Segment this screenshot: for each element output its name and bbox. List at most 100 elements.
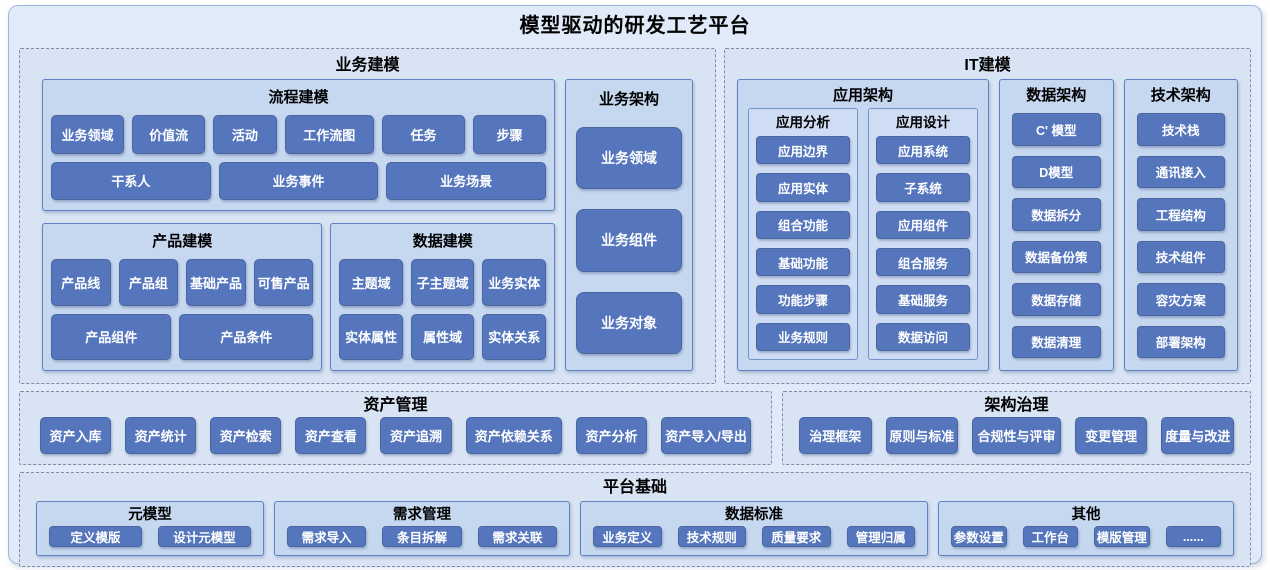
technology-architecture-block[interactable]: 技术组件 <box>1136 240 1225 273</box>
process-modeling-block[interactable]: 任务 <box>382 115 465 154</box>
meta-model-block[interactable]: 定义模版 <box>49 526 142 547</box>
product-modeling-block[interactable]: 基础产品 <box>186 259 246 306</box>
application-analysis-block[interactable]: 应用实体 <box>756 173 850 202</box>
process-modeling-block[interactable]: 干系人 <box>51 161 211 200</box>
data-architecture-block[interactable]: 数据备份策 <box>1012 240 1101 273</box>
asset-management-block[interactable]: 资产入库 <box>40 417 112 454</box>
application-architecture-title: 应用架构 <box>832 87 893 104</box>
data-architecture-column: C' 模型 D模型数据拆分数据备份策数据存储数据清理 <box>1012 113 1101 358</box>
process-modeling-row-1: 业务领域价值流活动工作流图任务步骤 <box>51 115 547 154</box>
technology-architecture-block[interactable]: 工程结构 <box>1136 198 1225 231</box>
architecture-governance-block[interactable]: 变更管理 <box>1074 417 1148 454</box>
section-it-modeling: IT建模 应用架构 应用分析 应用边界应用实体组合功能基础功能功能步骤业务规则 … <box>724 48 1251 384</box>
product-modeling-block[interactable]: 可售产品 <box>253 259 314 306</box>
it-modeling-title: IT建模 <box>964 57 1011 74</box>
application-design-block[interactable]: 应用组件 <box>876 210 970 239</box>
data-standard-block[interactable]: 质量要求 <box>762 526 831 547</box>
subpanel-application-design: 应用设计 应用系统子系统应用组件组合服务基础服务数据访问 <box>868 108 978 360</box>
data-architecture-block[interactable]: C' 模型 <box>1012 113 1101 146</box>
subpanel-application-analysis: 应用分析 应用边界应用实体组合功能基础功能功能步骤业务规则 <box>748 108 858 360</box>
business-modeling-bottom-row: 产品建模 产品线产品组基础产品可售产品 产品组件产品条件 数据建模 主题域子主题… <box>42 223 555 371</box>
others-block[interactable]: 参数设置 <box>951 526 1007 547</box>
technology-architecture-block[interactable]: 部署架构 <box>1136 325 1225 358</box>
requirement-management-block[interactable]: 需求导入 <box>287 526 367 547</box>
section-business-modeling: 业务建模 流程建模 业务领域价值流活动工作流图任务步骤 干系人业务事件业务场景 … <box>19 48 716 384</box>
data-modeling-block[interactable]: 业务实体 <box>482 259 546 306</box>
data-standard-block[interactable]: 技术规则 <box>677 526 746 547</box>
asset-management-block[interactable]: 资产统计 <box>125 417 197 454</box>
data-architecture-block[interactable]: 数据清理 <box>1012 325 1101 358</box>
application-design-block[interactable]: 数据访问 <box>876 322 970 351</box>
technology-architecture-block[interactable]: 容灾方案 <box>1136 283 1225 316</box>
meta-model-block[interactable]: 设计元模型 <box>158 526 251 547</box>
requirement-management-block[interactable]: 条目拆解 <box>382 526 462 547</box>
architecture-governance-block[interactable]: 原则与标准 <box>885 417 959 454</box>
application-analysis-title: 应用分析 <box>776 115 830 130</box>
data-standard-title: 数据标准 <box>725 507 783 523</box>
product-modeling-block[interactable]: 产品线 <box>51 259 111 306</box>
panel-application-architecture: 应用架构 应用分析 应用边界应用实体组合功能基础功能功能步骤业务规则 应用设计 … <box>737 79 989 371</box>
others-block[interactable]: ...... <box>1165 526 1221 547</box>
section-platform-foundation: 平台基础 元模型 定义模版设计元模型 需求管理 需求导入条目拆解需求关联 数据标… <box>19 472 1251 567</box>
process-modeling-block[interactable]: 步骤 <box>472 115 547 154</box>
architecture-governance-block[interactable]: 治理框架 <box>799 417 872 454</box>
application-analysis-block[interactable]: 应用边界 <box>756 136 850 165</box>
process-modeling-block[interactable]: 业务领域 <box>51 115 125 154</box>
data-architecture-block[interactable]: 数据拆分 <box>1012 198 1101 231</box>
product-modeling-block[interactable]: 产品组件 <box>51 313 172 360</box>
data-modeling-block[interactable]: 子主题域 <box>410 259 475 306</box>
data-modeling-block[interactable]: 主题域 <box>339 259 403 306</box>
data-standard-row: 业务定义技术规则质量要求管理归属 <box>593 526 915 547</box>
application-design-column: 应用系统子系统应用组件组合服务基础服务数据访问 <box>876 136 970 351</box>
others-block[interactable]: 模版管理 <box>1094 526 1150 547</box>
business-architecture-block[interactable]: 业务对象 <box>576 291 682 354</box>
architecture-governance-block[interactable]: 度量与改进 <box>1161 417 1235 454</box>
application-analysis-block[interactable]: 业务规则 <box>756 322 850 351</box>
process-modeling-block[interactable]: 活动 <box>213 115 277 154</box>
asset-management-block[interactable]: 资产分析 <box>575 417 647 454</box>
it-modeling-body: 应用架构 应用分析 应用边界应用实体组合功能基础功能功能步骤业务规则 应用设计 … <box>737 79 1238 371</box>
top-row: 业务建模 流程建模 业务领域价值流活动工作流图任务步骤 干系人业务事件业务场景 … <box>19 48 1251 384</box>
process-modeling-block[interactable]: 业务事件 <box>218 161 379 200</box>
asset-management-block[interactable]: 资产查看 <box>295 417 367 454</box>
application-analysis-block[interactable]: 功能步骤 <box>756 285 850 314</box>
technology-architecture-title: 技术架构 <box>1150 87 1211 104</box>
business-architecture-title: 业务架构 <box>598 91 659 108</box>
business-architecture-block[interactable]: 业务领域 <box>576 127 682 190</box>
process-modeling-block[interactable]: 工作流图 <box>284 115 375 154</box>
data-modeling-block[interactable]: 属性域 <box>410 313 475 360</box>
application-design-block[interactable]: 基础服务 <box>876 285 970 314</box>
application-analysis-block[interactable]: 基础功能 <box>756 247 850 277</box>
asset-management-block[interactable]: 资产依赖关系 <box>465 417 562 454</box>
data-modeling-block[interactable]: 实体属性 <box>339 313 403 360</box>
data-standard-block[interactable]: 管理归属 <box>846 526 915 547</box>
technology-architecture-block[interactable]: 技术栈 <box>1136 113 1225 146</box>
data-architecture-block[interactable]: D模型 <box>1012 155 1101 188</box>
asset-management-block[interactable]: 资产追溯 <box>380 417 452 454</box>
data-standard-block[interactable]: 业务定义 <box>593 526 662 547</box>
others-row: 参数设置工作台模版管理...... <box>951 526 1221 547</box>
data-modeling-block[interactable]: 实体关系 <box>482 313 546 360</box>
technology-architecture-block[interactable]: 通讯接入 <box>1136 155 1225 188</box>
panel-others: 其他 参数设置工作台模版管理...... <box>938 501 1234 556</box>
process-modeling-block[interactable]: 价值流 <box>132 115 206 154</box>
business-architecture-block[interactable]: 业务组件 <box>576 209 682 272</box>
asset-management-row: 资产入库资产统计资产检索资产查看资产追溯资产依赖关系资产分析资产导入/导出 <box>40 417 752 454</box>
data-architecture-block[interactable]: 数据存储 <box>1012 283 1101 316</box>
application-analysis-column: 应用边界应用实体组合功能基础功能功能步骤业务规则 <box>756 136 850 351</box>
application-analysis-block[interactable]: 组合功能 <box>756 210 850 239</box>
process-modeling-block[interactable]: 业务场景 <box>386 161 547 200</box>
platform-foundation-title: 平台基础 <box>602 479 667 496</box>
application-design-block[interactable]: 子系统 <box>876 173 970 202</box>
asset-management-block[interactable]: 资产导入/导出 <box>661 417 752 454</box>
asset-management-block[interactable]: 资产检索 <box>210 417 282 454</box>
requirement-management-block[interactable]: 需求关联 <box>477 526 557 547</box>
product-modeling-block[interactable]: 产品条件 <box>179 313 314 360</box>
architecture-governance-block[interactable]: 合规性与评审 <box>972 417 1061 454</box>
application-design-block[interactable]: 应用系统 <box>876 136 970 165</box>
page-title: 模型驱动的研发工艺平台 <box>519 15 751 37</box>
others-block[interactable]: 工作台 <box>1022 526 1078 547</box>
product-modeling-block[interactable]: 产品组 <box>118 259 179 306</box>
platform-container: 模型驱动的研发工艺平台 业务建模 流程建模 业务领域价值流活动工作流图任务步骤 … <box>8 5 1262 567</box>
application-design-block[interactable]: 组合服务 <box>876 247 970 277</box>
